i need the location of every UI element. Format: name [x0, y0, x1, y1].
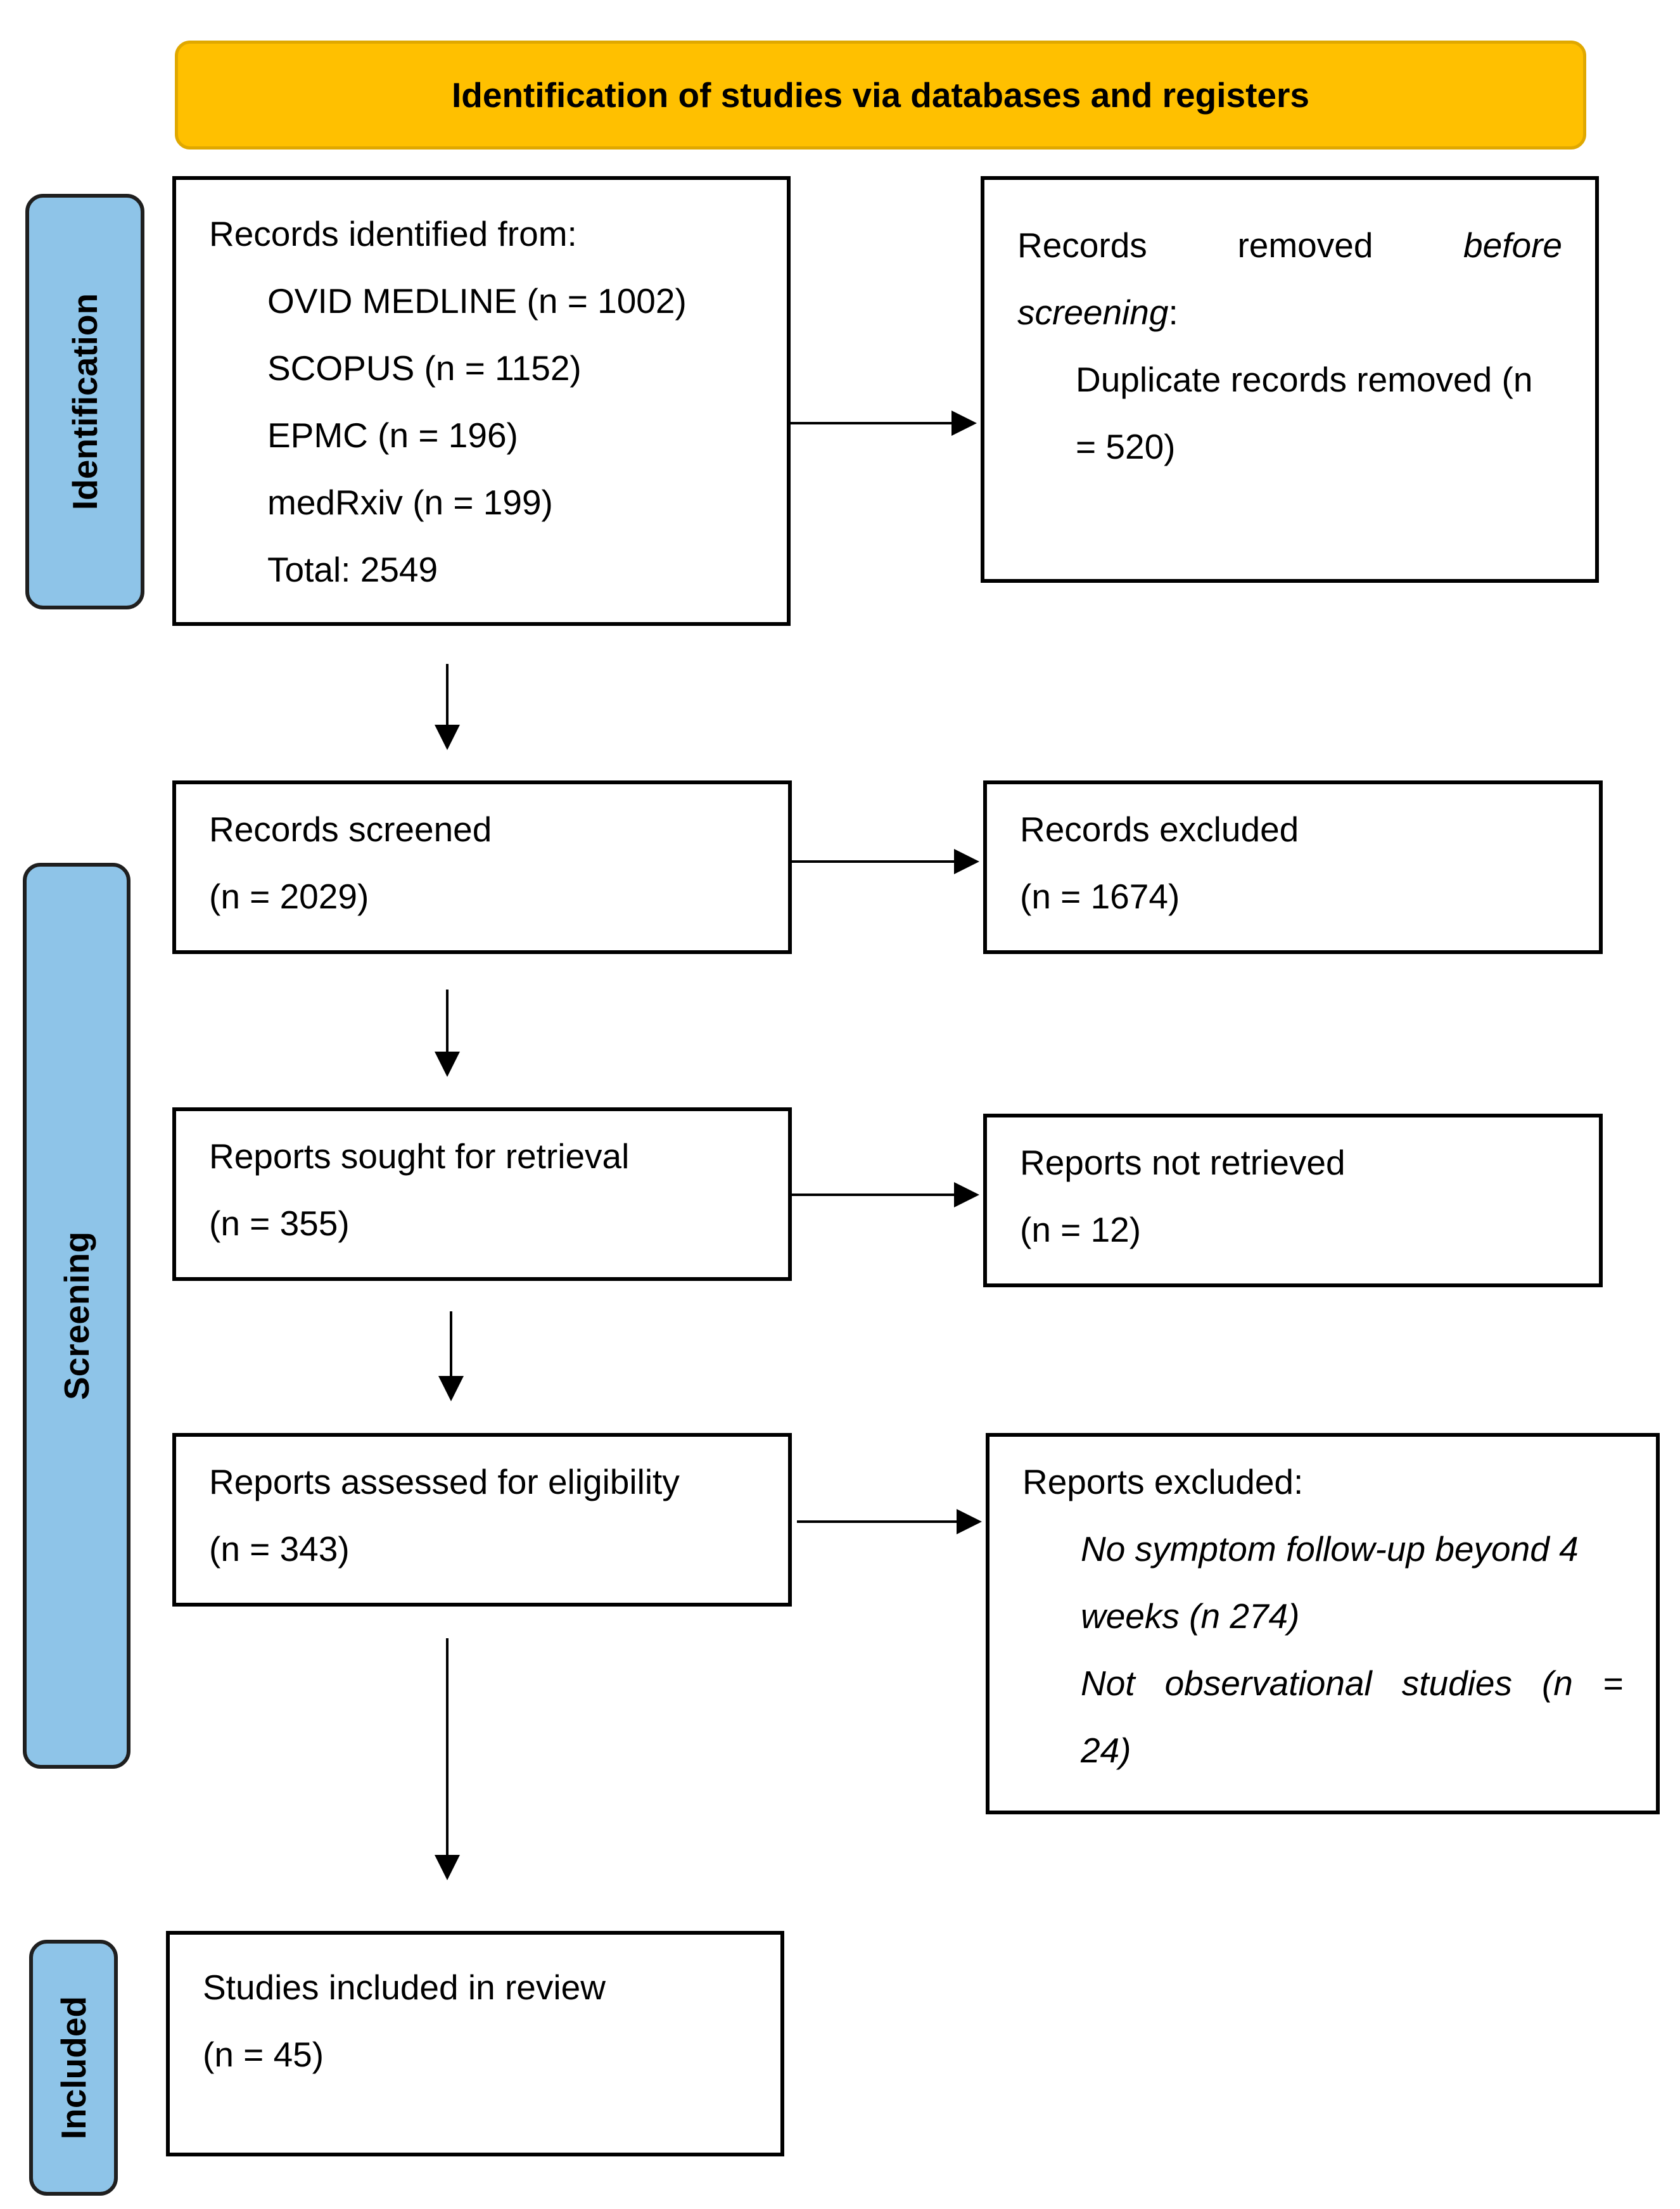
- records-removed-word2: removed: [1237, 226, 1373, 265]
- exclusion-reason-2-line1: Not observational studies (n =: [1022, 1650, 1623, 1717]
- exclusion-reason-2-word2: observational: [1164, 1664, 1372, 1703]
- reports-not-retrieved-label: Reports not retrieved: [1020, 1143, 1346, 1182]
- reports-sought-label: Reports sought for retrieval: [209, 1136, 630, 1176]
- source-scopus: SCOPUS (n = 1152): [267, 348, 582, 388]
- studies-included-count: (n = 45): [203, 2035, 324, 2074]
- duplicate-records-line1: Duplicate records removed (n: [1076, 360, 1533, 399]
- reports-assessed-label: Reports assessed for eligibility: [209, 1462, 680, 1501]
- exclusion-reason-2-word1: Not: [1081, 1664, 1135, 1703]
- exclusion-reason-2-word5: =: [1602, 1664, 1623, 1703]
- phase-included: Included: [29, 1940, 118, 2196]
- phase-screening: Screening: [23, 863, 130, 1769]
- phase-identification: Identification: [25, 194, 144, 609]
- reports-not-retrieved-box: Reports not retrieved (n = 12): [983, 1114, 1603, 1287]
- records-identified-heading: Records identified from:: [209, 214, 577, 253]
- records-screened-label: Records screened: [209, 810, 492, 849]
- reports-excluded-box: Reports excluded: No symptom follow-up b…: [986, 1433, 1660, 1814]
- reports-not-retrieved-count: (n = 12): [1020, 1210, 1142, 1249]
- source-medrxiv: medRxiv (n = 199): [267, 483, 553, 522]
- records-excluded-label: Records excluded: [1020, 810, 1299, 849]
- exclusion-reason-2-word3: studies: [1401, 1664, 1512, 1703]
- records-removed-word1: Records: [1017, 226, 1147, 265]
- source-epmc: EPMC (n = 196): [267, 416, 518, 455]
- records-screened-count: (n = 2029): [209, 877, 369, 916]
- reports-assessed-box: Reports assessed for eligibility (n = 34…: [172, 1433, 792, 1607]
- records-screened-box: Records screened (n = 2029): [172, 780, 792, 954]
- reports-sought-count: (n = 355): [209, 1204, 350, 1243]
- exclusion-reason-2-line2: 24): [1081, 1731, 1131, 1770]
- reports-assessed-count: (n = 343): [209, 1529, 350, 1569]
- reports-sought-box: Reports sought for retrieval (n = 355): [172, 1107, 792, 1281]
- records-excluded-box: Records excluded (n = 1674): [983, 780, 1603, 954]
- source-ovid-medline: OVID MEDLINE (n = 1002): [267, 281, 687, 321]
- duplicate-records-line2: = 520): [1076, 427, 1176, 466]
- reports-excluded-heading: Reports excluded:: [1022, 1462, 1304, 1501]
- header-banner: Identification of studies via databases …: [175, 41, 1586, 150]
- exclusion-reason-2-word4: (n: [1541, 1664, 1573, 1703]
- records-removed-box: Records removed before screening: Duplic…: [981, 176, 1599, 583]
- exclusion-reason-1-line2: weeks (n 274): [1081, 1596, 1300, 1636]
- studies-included-label: Studies included in review: [203, 1968, 606, 2007]
- header-title: Identification of studies via databases …: [452, 75, 1309, 115]
- studies-included-box: Studies included in review (n = 45): [166, 1931, 784, 2156]
- records-removed-colon: :: [1168, 293, 1178, 332]
- records-excluded-count: (n = 1674): [1020, 877, 1180, 916]
- records-identified-box: Records identified from: OVID MEDLINE (n…: [172, 176, 791, 626]
- exclusion-reason-1-line1: No symptom follow-up beyond 4: [1081, 1529, 1579, 1569]
- records-removed-word3: before: [1463, 226, 1562, 265]
- records-total: Total: 2549: [267, 550, 438, 589]
- records-removed-word4: screening: [1017, 293, 1169, 332]
